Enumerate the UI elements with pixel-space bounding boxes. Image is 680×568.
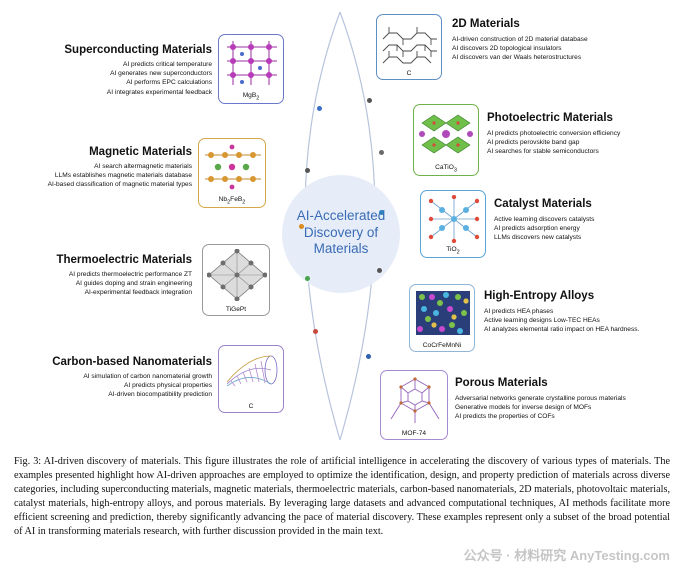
connector-dot	[299, 224, 304, 229]
nb2feb2-lattice-icon	[205, 144, 261, 190]
bullet: AI discovers van der Waals heterostructu…	[452, 54, 582, 62]
carbon-bullets: AI simulation of carbon nanomaterial gro…	[40, 372, 212, 400]
mof74-label: MOF-74	[401, 430, 427, 437]
tigept-lattice-icon	[207, 249, 267, 301]
watermark: 公众号 · 材料研究 AnyTesting.com	[463, 548, 670, 563]
nb2feb2-structure-thumb: Nb2FeB2	[198, 138, 266, 208]
hea-label: CoCrFeMnNi	[422, 342, 462, 349]
bullet: Generative models for inverse design of …	[455, 404, 592, 412]
tio2-label: TiO2	[446, 245, 460, 255]
superconducting-title: Superconducting Materials	[64, 44, 212, 56]
mof74-framework-icon	[390, 377, 440, 423]
nanotube-label: C	[248, 403, 254, 410]
2d-materials-bullets: AI-driven construction of 2D material da…	[452, 35, 662, 63]
bullet: AI search altermagnetic materials	[94, 163, 192, 170]
connector-dot	[379, 210, 384, 215]
catalyst-title: Catalyst Materials	[494, 198, 592, 210]
bullet: AI predicts the properties of COFs	[455, 413, 555, 421]
mgb2-structure-thumb: MgB2	[218, 34, 284, 104]
bullet: AI predicts HEA phases	[484, 308, 554, 315]
catalyst-bullets: Active learning discovers catalysts AI p…	[494, 215, 664, 243]
bullet: AI searches for stable semiconductors	[487, 148, 599, 156]
tio2-lattice-icon	[428, 195, 480, 243]
magnetic-title: Magnetic Materials	[89, 146, 192, 158]
bullet: AI predicts physical properties	[124, 382, 212, 390]
graphene-label: C	[406, 70, 412, 77]
carbon-nanotube-icon	[226, 355, 278, 387]
bullet: Active learning designs Low-TEC HEAs	[484, 317, 600, 325]
center-circle	[282, 175, 400, 293]
catio3-perovskite-icon	[419, 114, 473, 154]
2d-materials-title: 2D Materials	[452, 18, 520, 30]
center-line-2: Discovery of	[303, 224, 379, 240]
bullet: LLMs establishes magnetic materials data…	[54, 172, 192, 180]
bullet: AI analyzes elemental ratio impact on HE…	[484, 326, 640, 334]
superconducting-bullets: AI predicts critical temperature AI gene…	[40, 60, 212, 97]
bullet: AI predicts perovskite band gap	[487, 139, 580, 147]
carbon-title: Carbon-based Nanomaterials	[52, 356, 212, 368]
catio3-structure-thumb: CaTiO3	[413, 104, 479, 176]
bullet: AI-based classification of magnetic mate…	[47, 181, 192, 189]
connector-dot	[377, 268, 382, 273]
mgb2-label: MgB2	[242, 91, 260, 101]
bullet: AI predicts critical temperature	[122, 61, 212, 68]
bullet: AI generates new superconductors	[110, 70, 212, 78]
bullet: AI guides doping and strain engineering	[75, 280, 192, 288]
bullet: AI-experimental feedback integration	[84, 289, 192, 297]
graphene-lattice-icon	[382, 27, 437, 64]
center-title: AI-Accelerated Discovery of Materials	[282, 208, 400, 258]
porous-bullets: Adversarial networks generate crystallin…	[455, 394, 670, 422]
tigept-label: TiGePt	[225, 306, 247, 313]
graphene-structure-thumb: C	[376, 14, 442, 80]
connector-dot	[305, 276, 310, 281]
mgb2-lattice-icon	[227, 41, 277, 85]
thermoelectric-bullets: AI predicts thermoelectric performance Z…	[20, 270, 192, 298]
magnetic-bullets: AI search altermagnetic materials LLMs e…	[20, 162, 192, 190]
mof74-structure-thumb: MOF-74	[380, 370, 448, 440]
connector-dot	[317, 106, 322, 111]
center-line-3: Materials	[313, 241, 369, 256]
bullet: AI-driven construction of 2D material da…	[452, 36, 588, 43]
connector-dot	[313, 329, 318, 334]
connector-dot	[379, 150, 384, 155]
hea-structure-thumb: CoCrFeMnNi	[409, 284, 475, 352]
nb2feb2-label: Nb2FeB2	[218, 195, 246, 205]
bullet: LLMs discovers new catalysts	[494, 234, 582, 242]
photoelectric-bullets: AI predicts photoelectric conversion eff…	[487, 129, 672, 157]
photoelectric-title: Photoelectric Materials	[487, 112, 613, 124]
connector-dot	[367, 98, 372, 103]
bullet: AI discovers 2D topological insulators	[452, 45, 562, 53]
bullet: AI predicts thermoelectric performance Z…	[68, 271, 192, 278]
figure-caption: Fig. 3: AI-driven discovery of materials…	[14, 456, 670, 538]
bullet: Active learning discovers catalysts	[494, 216, 595, 223]
bullet: Adversarial networks generate crystallin…	[455, 395, 626, 402]
hea-lattice-icon	[416, 291, 470, 335]
center-line-1: AI-Accelerated	[296, 208, 386, 223]
connector-dot	[305, 168, 310, 173]
tigept-structure-thumb: TiGePt	[202, 244, 270, 316]
porous-title: Porous Materials	[455, 377, 548, 389]
bullet: AI integrates experimental feedback	[106, 88, 212, 96]
bullet: AI performs EPC calculations	[126, 79, 212, 87]
thermoelectric-title: Thermoelectric Materials	[56, 254, 192, 266]
connector-dot	[366, 354, 371, 359]
catio3-label: CaTiO3	[435, 163, 457, 173]
hea-title: High-Entropy Alloys	[484, 290, 595, 302]
tio2-structure-thumb: TiO2	[420, 190, 486, 258]
nanotube-structure-thumb: C	[218, 345, 284, 413]
hea-bullets: AI predicts HEA phases Active learning d…	[484, 307, 674, 335]
bullet: AI predicts adsorption energy	[494, 225, 580, 233]
bullet: AI simulation of carbon nanomaterial gro…	[83, 373, 212, 380]
bullet: AI-driven biocompatibility prediction	[108, 391, 212, 399]
bullet: AI predicts photoelectric conversion eff…	[487, 130, 621, 137]
